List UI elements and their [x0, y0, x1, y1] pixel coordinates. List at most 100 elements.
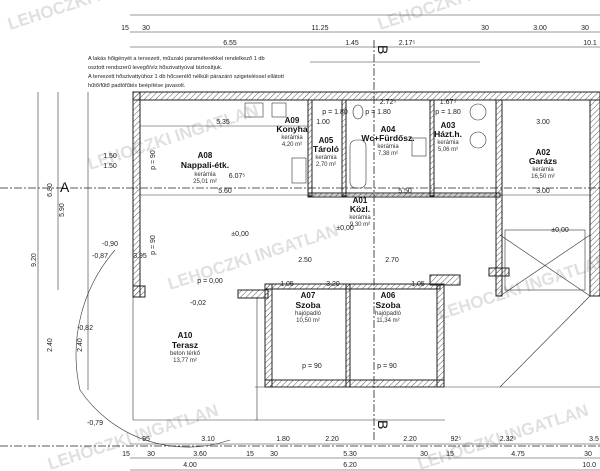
dim: 30 — [481, 25, 489, 32]
level: ±0,00 — [551, 227, 569, 234]
note-line: osztott rendszerű levegő/víz hőszivattyú… — [88, 65, 223, 71]
dim: 15 — [446, 451, 454, 458]
level: ±0,00 — [336, 225, 354, 232]
room-floor: hajópadló — [295, 311, 322, 317]
fixtures — [244, 102, 487, 189]
dim: 30 — [270, 451, 278, 458]
room-name: Szoba — [375, 300, 400, 310]
room-area: 25,01 m² — [193, 179, 217, 185]
dim: 3.20 — [326, 281, 340, 288]
room-a06: A06 Szoba hajópadló 11,34 m² — [375, 291, 402, 324]
room-name: Konyha — [276, 124, 307, 134]
room-floor: hajópadló — [375, 311, 402, 317]
room-area: 13,77 m² — [173, 358, 197, 364]
dim: 15 — [246, 451, 254, 458]
dim: 3.5 — [589, 436, 599, 443]
dim: 5.50 — [398, 188, 412, 195]
dim: 2.32⁵ — [500, 436, 517, 443]
dim: 4.75 — [511, 451, 525, 458]
dim: 30 — [420, 451, 428, 458]
dim: 2.17⁵ — [399, 40, 416, 47]
dim: 5.60 — [218, 188, 232, 195]
dim: 3.60 — [193, 451, 207, 458]
door-sill: p = 0,00 — [197, 278, 223, 285]
room-floor: kerámia — [437, 140, 459, 146]
room-a08: A08 Nappali-étk. kerámia 25,01 m² — [181, 151, 229, 185]
section-marker-a: A — [60, 179, 70, 195]
room-id: A06 — [381, 291, 396, 300]
door-sill: p = 1.80 — [365, 109, 391, 116]
level: -0,02 — [190, 300, 206, 307]
room-area: 16,50 m² — [531, 174, 555, 180]
room-name: Házt.h. — [434, 129, 462, 139]
toilet-icon — [352, 104, 364, 120]
room-name: Közl. — [350, 204, 370, 214]
room-name: Wc+Fürdősz. — [361, 133, 414, 143]
room-id: A10 — [178, 331, 193, 340]
dim: 15 — [121, 25, 129, 32]
dim: 6.20 — [343, 462, 357, 469]
room-id: A03 — [441, 121, 456, 130]
walls — [75, 91, 600, 448]
dim: 5.35 — [216, 119, 230, 126]
room-area: 9,30 m² — [350, 222, 370, 228]
room-area: 5,06 m² — [438, 147, 458, 153]
dim: 1.05 — [411, 281, 425, 288]
dim: 10.1 — [583, 40, 597, 47]
dim: 1.50 — [103, 163, 117, 170]
dim: 2.70 — [385, 257, 399, 264]
room-floor: kerámia — [532, 167, 554, 173]
top-dimensions: 15 30 11.25 30 3.00 30 6.55 1.45 2.17⁵ 1… — [121, 14, 600, 63]
room-labels: A08 Nappali-étk. kerámia 25,01 m² A09 Ko… — [170, 116, 557, 364]
room-id: A02 — [536, 148, 551, 157]
level: -0,90 — [102, 241, 118, 248]
dim: 1.80 — [276, 436, 290, 443]
dim: 4.00 — [183, 462, 197, 469]
dim: 2.40 — [77, 338, 84, 352]
dim: 1.50 — [103, 153, 117, 160]
room-name: Terasz — [172, 340, 198, 350]
dim: 5.90 — [59, 203, 66, 217]
room-area: 2,70 m² — [316, 162, 336, 168]
dim: 30 — [581, 25, 589, 32]
room-area: 7,38 m² — [378, 151, 398, 157]
door-sill: p = 90 — [150, 150, 157, 170]
dim: 95 — [142, 436, 150, 443]
room-a02: A02 Garázs kerámia 16,50 m² — [529, 148, 558, 180]
dim: 3.00 — [536, 119, 550, 126]
dim: 11.25 — [312, 25, 329, 32]
room-a07: A07 Szoba hajópadló 10,50 m² — [295, 291, 322, 324]
left-dimensions: 6.80 5.90 9.20 2.40 2.40 1.50 1.50 — [31, 92, 117, 420]
dim: 10.0 — [582, 462, 596, 469]
dim: 3.95 — [133, 253, 147, 260]
stove-icon — [271, 102, 287, 118]
fridge-icon — [244, 102, 264, 118]
dim: 3.00 — [536, 188, 550, 195]
room-name: Szoba — [295, 300, 320, 310]
watermark: LEHOCZKI INGATLAN — [5, 0, 180, 34]
room-floor: kerámia — [315, 155, 337, 161]
dim: 15 — [122, 451, 130, 458]
heating-notes: A lakás hőigényét a tervezett, műszaki p… — [88, 56, 284, 89]
dim: 9.20 — [31, 253, 38, 267]
room-name: Tároló — [313, 144, 339, 154]
room-name: Garázs — [529, 156, 558, 166]
watermark: LEHOCZKI INGATLAN — [435, 251, 600, 324]
door-sill: p = 90 — [150, 235, 157, 255]
room-a03: A03 Házt.h. kerámia 5,06 m² — [434, 121, 462, 153]
door-sill: p = 90 — [377, 363, 397, 370]
note-line: A tervezett hőszivattyúhoz 1 db hőcserél… — [88, 74, 284, 80]
room-a05: A05 Tároló kerámia 2,70 m² — [313, 136, 339, 168]
room-a09: A09 Konyha kerámia 4,20 m² — [276, 116, 307, 148]
boiler-icon — [469, 103, 487, 121]
room-floor: beton térkő — [170, 351, 201, 357]
room-id: A08 — [198, 151, 213, 160]
bottom-dimensions: 95 3.10 1.80 2.20 2.20 92⁵ 2.32⁵ 3.5 15 … — [122, 436, 600, 471]
room-name: Nappali-étk. — [181, 160, 229, 170]
door-sill: p = 1.80 — [435, 109, 461, 116]
section-marker-b: B — [375, 420, 391, 429]
dim: 30 — [142, 25, 150, 32]
room-area: 10,50 m² — [296, 318, 320, 324]
washbasin-icon — [411, 137, 427, 157]
